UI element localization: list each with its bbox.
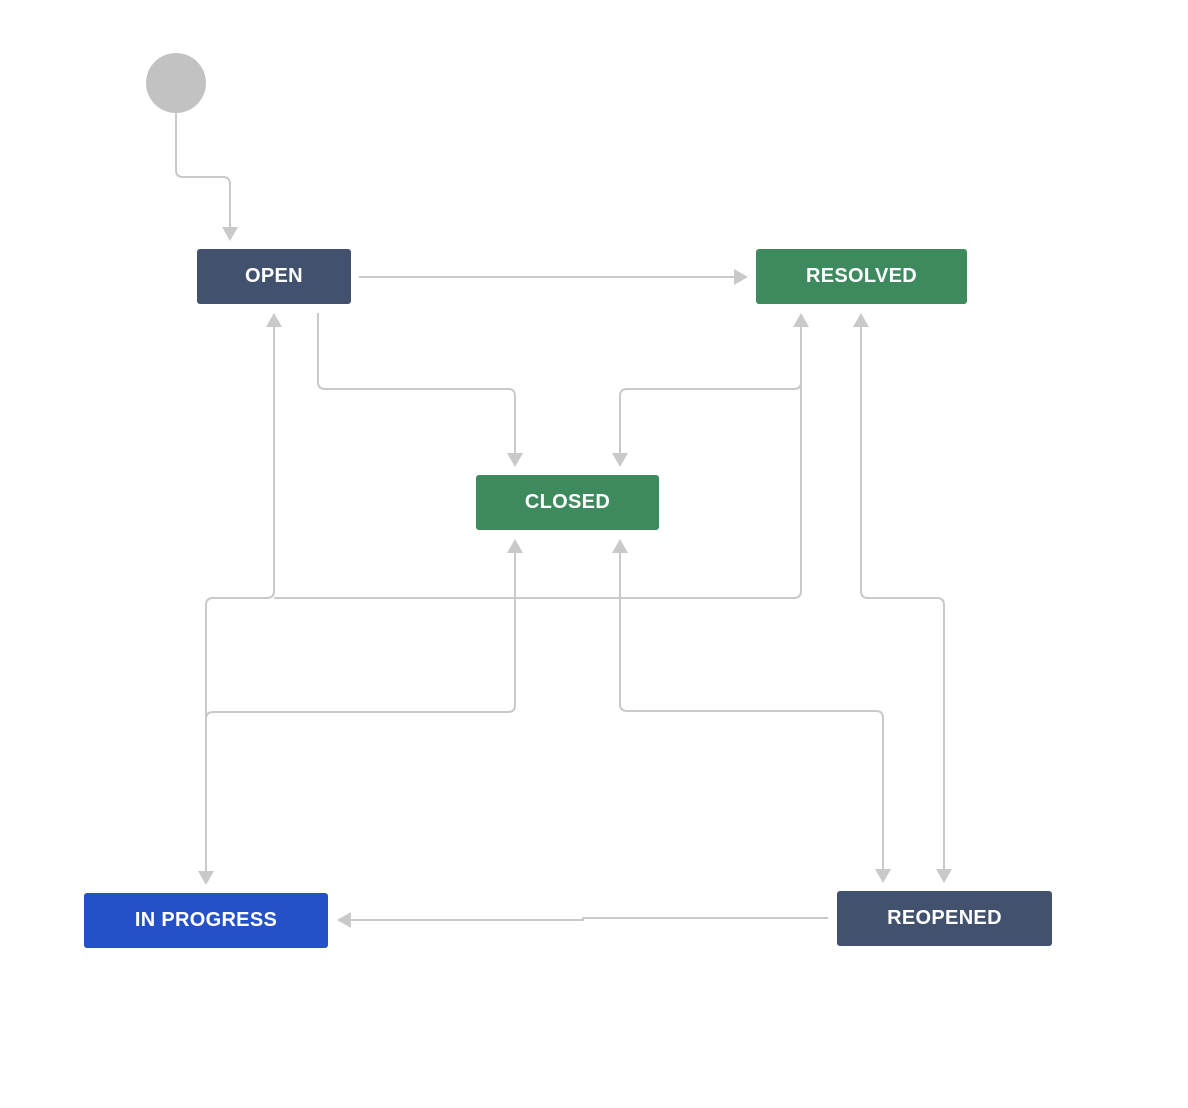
arrowhead-open-to-closed [507, 453, 523, 467]
arrowhead-to-resolved [853, 313, 869, 327]
edge-open-to-closed[interactable] [317, 313, 516, 454]
status-resolved[interactable]: RESOLVED [756, 249, 967, 304]
status-reopened[interactable]: REOPENED [837, 891, 1052, 946]
arrowhead-resolved-closed-up [793, 313, 809, 327]
status-in-progress[interactable]: IN PROGRESS [84, 893, 328, 948]
arrowhead-reopened-to-inprogress [337, 912, 351, 928]
edge-closed-reopened[interactable] [619, 552, 884, 870]
edge-reopened-to-inprogress[interactable] [350, 917, 828, 921]
arrowhead-to-closed-right [612, 539, 628, 553]
edge-inprogress-resolved[interactable] [274, 326, 802, 599]
status-open[interactable]: OPEN [197, 249, 351, 304]
start-node[interactable] [146, 53, 206, 113]
arrowhead-open-to-resolved [734, 269, 748, 285]
edge-inprogress-closed[interactable] [205, 552, 516, 720]
arrowhead-resolved-closed-down [612, 453, 628, 467]
arrowhead-to-reopened-left [875, 869, 891, 883]
arrowhead-to-closed-left [507, 539, 523, 553]
arrowhead-start-to-open [222, 227, 238, 241]
status-closed[interactable]: CLOSED [476, 475, 659, 530]
arrowhead-to-open [266, 313, 282, 327]
arrowhead-to-reopened-right [936, 869, 952, 883]
edge-resolved-closed[interactable] [619, 326, 802, 454]
edge-start-to-open[interactable] [175, 113, 231, 228]
edge-resolved-reopened[interactable] [860, 326, 945, 870]
edge-inprogress-open[interactable] [205, 326, 275, 872]
arrowhead-to-inprogress [198, 871, 214, 885]
